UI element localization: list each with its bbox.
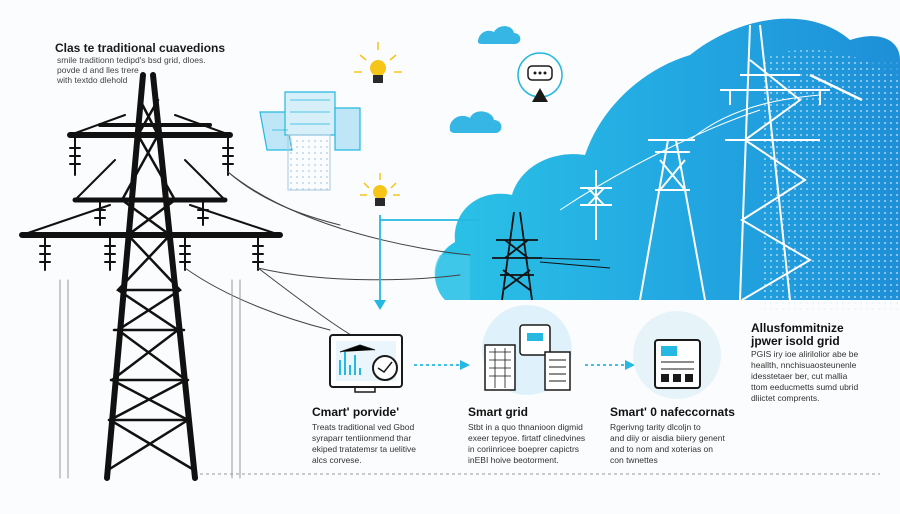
panel-description: PGIS iry ioe alirilolior abe be heallth,… <box>751 349 891 404</box>
step-line: inEBI hoive beotorment. <box>468 455 559 465</box>
intro-description: smile traditionn tedipd's bsd grid, dloe… <box>57 55 227 85</box>
step-line: Stbt in a quo thnanioon digmid <box>468 422 583 432</box>
step-line: Treats traditional ved Gbod <box>312 422 415 432</box>
step-1-description: Treats traditional ved Gbod syraparr ten… <box>312 422 447 466</box>
panel-title: Allusfommitnize jpwer isold grid <box>751 322 891 348</box>
step-3-description: Rgerivng tarity dlcoljn to and diiy or a… <box>610 422 745 466</box>
small-tower-icon <box>492 211 611 301</box>
step-2-description: Stbt in a quo thnanioon digmid exeer tep… <box>468 422 603 466</box>
transmission-tower-icon <box>19 72 471 481</box>
bulb-icon <box>360 173 400 206</box>
step-line: exeer tepyoe. firtatf clinedvines <box>468 433 586 443</box>
step-1-title: Cmart' porvide' <box>312 405 400 419</box>
panel-line: PGIS iry ioe alirilolior abe be <box>751 349 859 359</box>
tablet-icon <box>633 311 721 399</box>
cloud-tower-icon <box>559 24 863 301</box>
step-2-title: Smart grid <box>468 405 529 419</box>
chat-bubble-icon <box>517 52 563 102</box>
step-line: alcs corvese. <box>312 455 362 465</box>
step-line: in coriinricee boeprer capictrs <box>468 444 580 454</box>
step-line: and to nom and xoterias on <box>610 444 714 454</box>
step-line: and diiy or aisdia biiery genent <box>610 433 725 443</box>
step-line: syraparr tentiionmend thar <box>312 433 412 443</box>
step-line: con twnettes <box>610 455 658 465</box>
panel-line: ttom eeducmetts sumd ubrid <box>751 382 859 392</box>
intro-line: povde d and lles trere <box>57 65 139 75</box>
smart-grid-icon <box>482 305 572 395</box>
solar-panel-icon <box>259 91 361 191</box>
panel-title-line: Allusfommitnize <box>751 321 844 335</box>
intro-title: Clas te traditional cuavedions <box>55 41 226 55</box>
intro-line: smile traditionn tedipd's bsd grid, dloe… <box>57 55 206 65</box>
small-clouds <box>449 26 521 133</box>
step-line: ekiped tratatemsr ta uelitive <box>312 444 416 454</box>
step-line: Rgerivng tarity dlcoljn to <box>610 422 701 432</box>
panel-line: heallth, nnchisuaosteunenle <box>751 360 857 370</box>
monitor-icon <box>329 334 403 393</box>
panel-line: idesstetaer ber, cut mallia <box>751 371 848 381</box>
step-3-title: Smart' 0 nafeccornats <box>610 405 735 419</box>
panel-line: dliictet comprents. <box>751 393 820 403</box>
panel-title-line: jpwer isold grid <box>751 334 840 348</box>
flow-lines <box>379 215 649 366</box>
bulb-icon <box>354 42 402 83</box>
intro-line: with textdo dlehold <box>57 75 128 85</box>
